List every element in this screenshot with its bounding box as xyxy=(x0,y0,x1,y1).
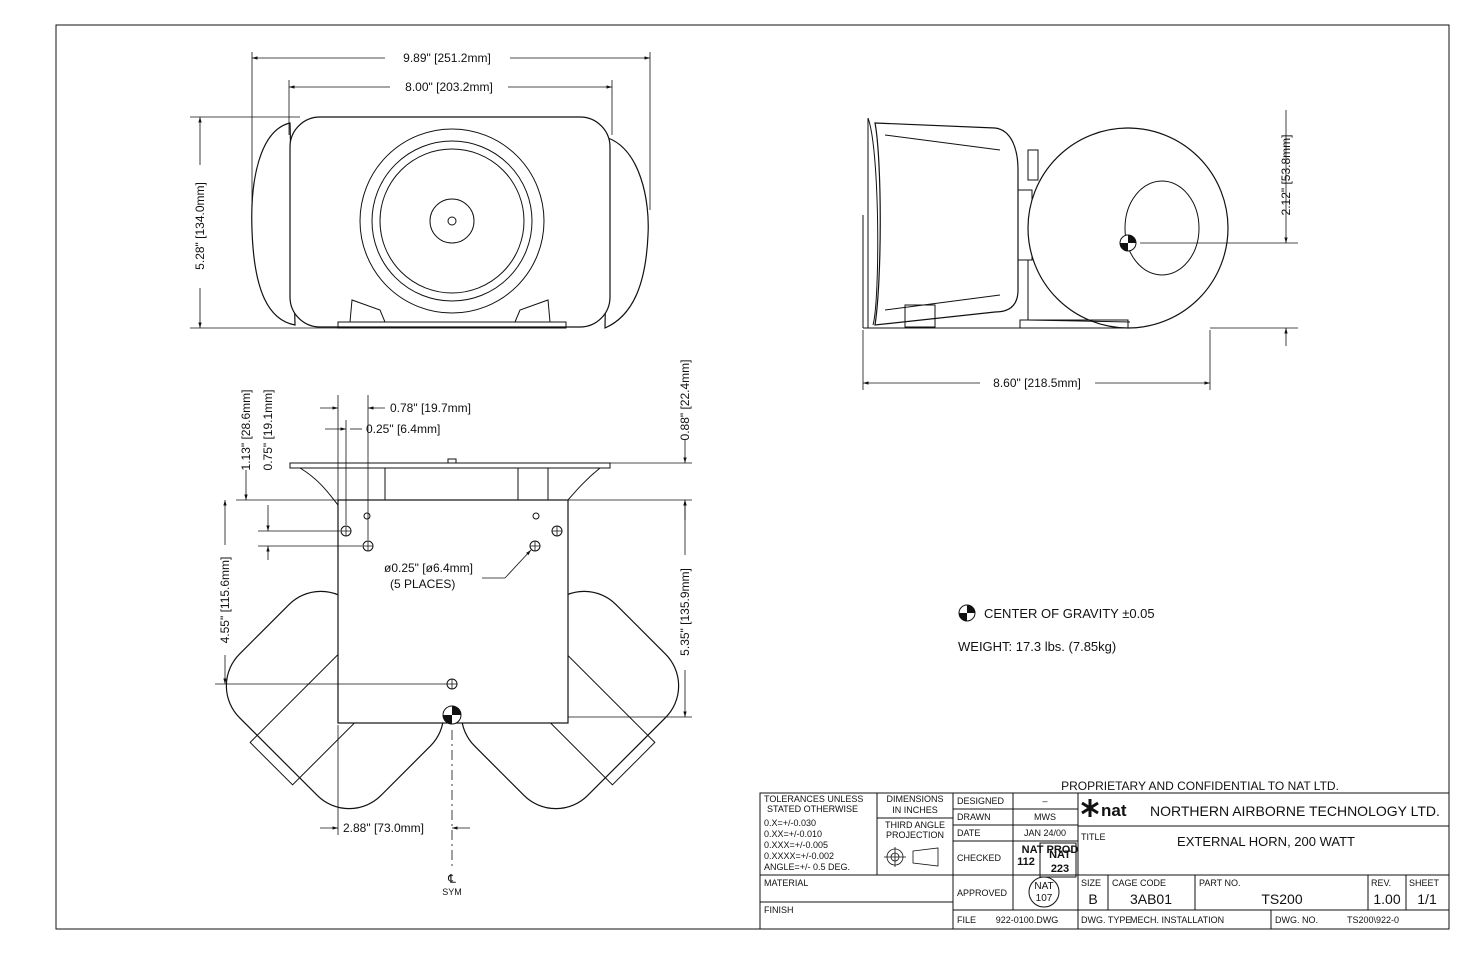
dwg-type-value: MECH. INSTALLATION xyxy=(1130,915,1224,925)
tol-line-3: 0.X=+/-0.030 xyxy=(764,818,816,828)
checked-label: CHECKED xyxy=(957,853,1002,863)
title-label: TITLE xyxy=(1081,832,1106,842)
front-view: 9.89" [251.2mm] 8.00" [203.2mm] 5.28" [1… xyxy=(190,51,651,329)
sheet-value: 1/1 xyxy=(1417,891,1437,907)
part-no-label: PART NO. xyxy=(1199,878,1241,888)
date-value: JAN 24/00 xyxy=(1024,828,1066,838)
dim-side-cg-height: 2.12" [53.8mm] xyxy=(1279,135,1293,216)
third-angle-projection-icon xyxy=(884,847,939,867)
title-value: EXTERNAL HORN, 200 WATT xyxy=(1177,834,1355,849)
tol-line-1: TOLERANCES UNLESS xyxy=(764,794,863,804)
dim-front-height: 5.28" [134.0mm] xyxy=(193,182,207,270)
dim-front-width-inner: 8.00" [203.2mm] xyxy=(405,80,493,94)
dim-side-length: 8.60" [218.5mm] xyxy=(993,376,1081,390)
drawing-border xyxy=(55,24,1450,930)
company-logo: nat xyxy=(1101,801,1127,820)
tol-line-6: 0.XXXX=+/-0.002 xyxy=(764,851,834,861)
asterisk-logo-icon xyxy=(1081,799,1099,817)
dim-top-535: 5.35" [135.9mm] xyxy=(678,568,692,656)
cage-code-label: CAGE CODE xyxy=(1112,878,1166,888)
title-block: PROPRIETARY AND CONFIDENTIAL TO NAT LTD.… xyxy=(759,779,1450,930)
tol-line-2: STATED OTHERWISE xyxy=(767,804,858,814)
top-view: 0.78" [19.7mm] 0.25" [6.4mm] 1.13" [28.6… xyxy=(215,360,692,897)
drawn-value: MWS xyxy=(1034,812,1056,822)
tol-line-7: ANGLE=+/- 0.5 DEG. xyxy=(764,862,850,872)
stamp-223: 223 xyxy=(1051,863,1069,875)
size-label: SIZE xyxy=(1081,878,1101,888)
stamp-112: 112 xyxy=(1017,856,1035,868)
hole-count-callout: (5 PLACES) xyxy=(390,577,455,591)
cg-note: CENTER OF GRAVITY ±0.05 xyxy=(984,606,1155,621)
dim-top-455: 4.55" [115.6mm] xyxy=(218,557,232,644)
dwg-no-label: DWG. NO. xyxy=(1275,915,1318,925)
centerline-sym-label: SYM xyxy=(442,887,462,897)
nat-prod-stamp: NAT PROD xyxy=(1022,844,1079,856)
stamp-nat: NAT xyxy=(1049,849,1071,861)
dimensions-in-1: DIMENSIONS xyxy=(886,794,943,804)
hole-size-callout: ø0.25" [ø6.4mm] xyxy=(384,561,473,575)
side-view: 2.12" [53.8mm] 8.60" [218.5mm] xyxy=(862,110,1298,390)
company-name: NORTHERN AIRBORNE TECHNOLOGY LTD. xyxy=(1150,803,1440,819)
material-label: MATERIAL xyxy=(764,878,808,888)
rev-value: 1.00 xyxy=(1373,891,1400,907)
file-label: FILE xyxy=(957,915,976,925)
finish-label: FINISH xyxy=(764,905,794,915)
notes: CENTER OF GRAVITY ±0.05 WEIGHT: 17.3 lbs… xyxy=(958,604,1155,654)
size-value: B xyxy=(1088,891,1097,907)
date-label: DATE xyxy=(957,828,980,838)
proprietary-note: PROPRIETARY AND CONFIDENTIAL TO NAT LTD. xyxy=(1061,779,1339,793)
dim-top-113: 1.13" [28.6mm] xyxy=(239,390,253,471)
cg-icon xyxy=(958,604,976,622)
drawn-label: DRAWN xyxy=(957,812,991,822)
dim-top-075: 0.75" [19.1mm] xyxy=(261,390,275,471)
designed-label: DESIGNED xyxy=(957,796,1005,806)
projection-2: PROJECTION xyxy=(886,830,944,840)
dwg-type-label: DWG. TYPE xyxy=(1081,915,1131,925)
designed-value: – xyxy=(1042,796,1047,806)
centerline-symbol: ℄ xyxy=(447,872,456,886)
tol-line-5: 0.XXX=+/-0.005 xyxy=(764,840,828,850)
file-value: 922-0100.DWG xyxy=(996,915,1059,925)
rev-label: REV. xyxy=(1371,878,1391,888)
dimensions-in-2: IN INCHES xyxy=(892,805,938,815)
approved-label: APPROVED xyxy=(957,888,1008,898)
stamp-nat-107-label: NAT xyxy=(1034,881,1053,892)
dim-top-088: 0.88" [22.4mm] xyxy=(678,360,692,441)
dim-top-078: 0.78" [19.7mm] xyxy=(390,401,471,415)
mounting-holes xyxy=(340,512,563,690)
weight-note: WEIGHT: 17.3 lbs. (7.85kg) xyxy=(958,639,1116,654)
dwg-no-value: TS200\922-0 xyxy=(1347,915,1399,925)
sheet-label: SHEET xyxy=(1409,878,1440,888)
dim-front-width-overall: 9.89" [251.2mm] xyxy=(403,51,491,65)
dim-top-025: 0.25" [6.4mm] xyxy=(366,422,440,436)
projection-1: THIRD ANGLE xyxy=(885,820,945,830)
part-no-value: TS200 xyxy=(1261,891,1302,907)
tol-line-4: 0.XX=+/-0.010 xyxy=(764,829,822,839)
dim-top-288: 2.88" [73.0mm] xyxy=(343,821,424,835)
cage-code-value: 3AB01 xyxy=(1130,891,1172,907)
stamp-107: 107 xyxy=(1036,893,1053,904)
